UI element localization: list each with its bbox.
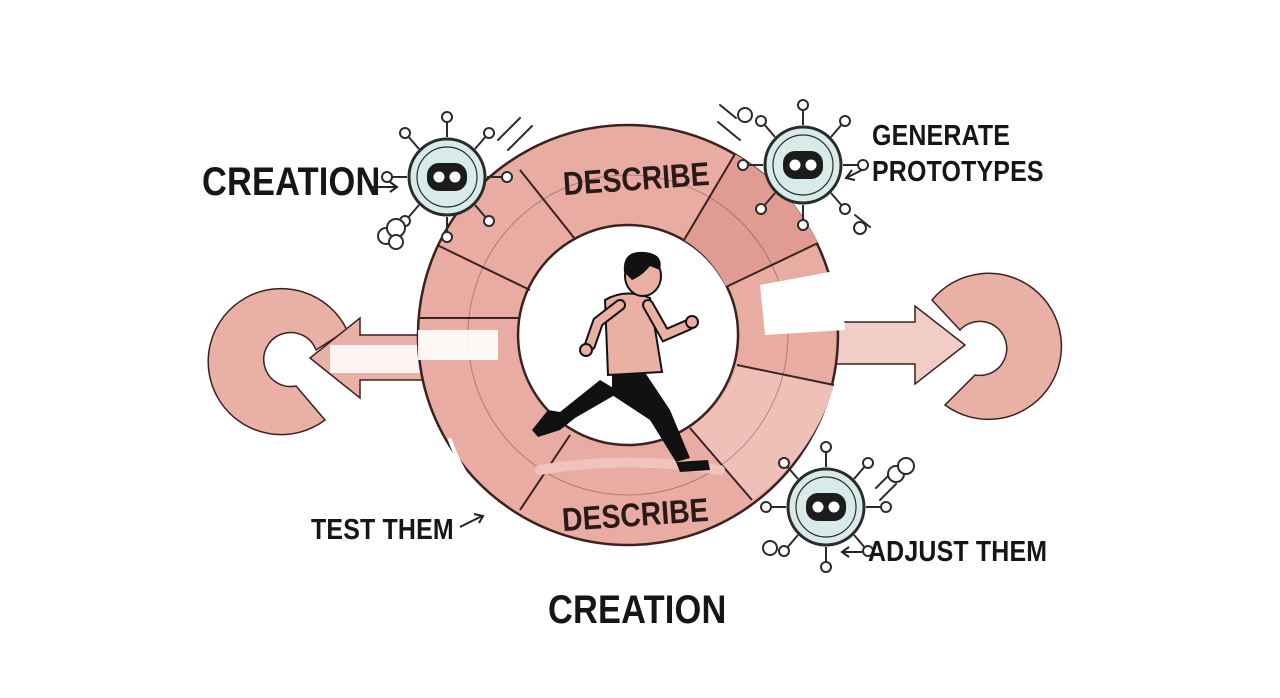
speed-lines-icon [497,104,897,556]
generate-label: GENERATE [872,120,1011,152]
adjust-them-label: ADJUST THEM [868,536,1048,568]
runner-figure [532,251,710,472]
creation-top-label: CREATION [202,160,381,204]
left-refresh-arrow-icon [207,287,491,436]
test-them-label: TEST THEM [311,514,454,546]
creation-bottom-label: CREATION [548,588,727,632]
cloud-puff-icon [377,218,915,483]
prototypes-label: PROTOTYPES [872,156,1044,188]
pointer-arrows [372,169,863,558]
describe-ring [416,123,845,547]
robot-icon-top-right [736,98,870,232]
